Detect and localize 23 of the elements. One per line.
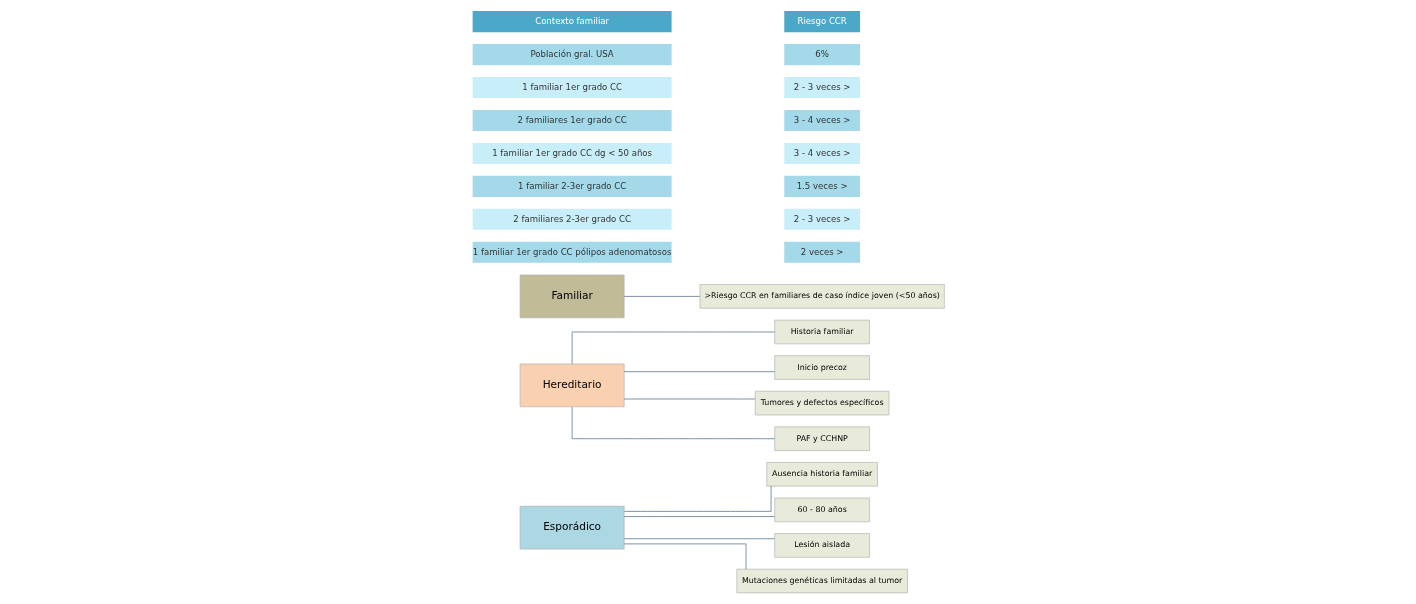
label: 3 - 4 veces > [793, 147, 851, 158]
label: 3 - 4 veces > [793, 114, 851, 125]
label: 2 familiares 2-3er grado CC [512, 213, 631, 224]
connector [623, 516, 775, 517]
node-box: Familiar [519, 274, 624, 319]
connector [623, 485, 771, 512]
label: 2 veces > [800, 246, 844, 257]
label: 1.5 veces > [796, 180, 848, 191]
node-box: Hereditario [519, 363, 624, 408]
connector [623, 296, 700, 297]
label: 1 familiar 1er grado CC [521, 81, 622, 92]
label: Contexto familiar [534, 15, 609, 26]
connector [571, 406, 775, 440]
label: 1 familiar 2-3er grado CC [517, 180, 626, 191]
label: 1 familiar 1er grado CC dg < 50 años [491, 147, 652, 158]
label: Población gral. USA [530, 48, 614, 59]
node-box: Esporádico [519, 505, 624, 550]
label: 2 - 3 veces > [793, 81, 851, 92]
label: 6% [814, 48, 829, 59]
label: 1 familiar 1er grado CC pólipos adenomatosos [472, 246, 671, 257]
label: 2 - 3 veces > [793, 213, 851, 224]
label: 2 familiares 1er grado CC [516, 114, 627, 125]
label: Riesgo CCR [797, 15, 847, 26]
